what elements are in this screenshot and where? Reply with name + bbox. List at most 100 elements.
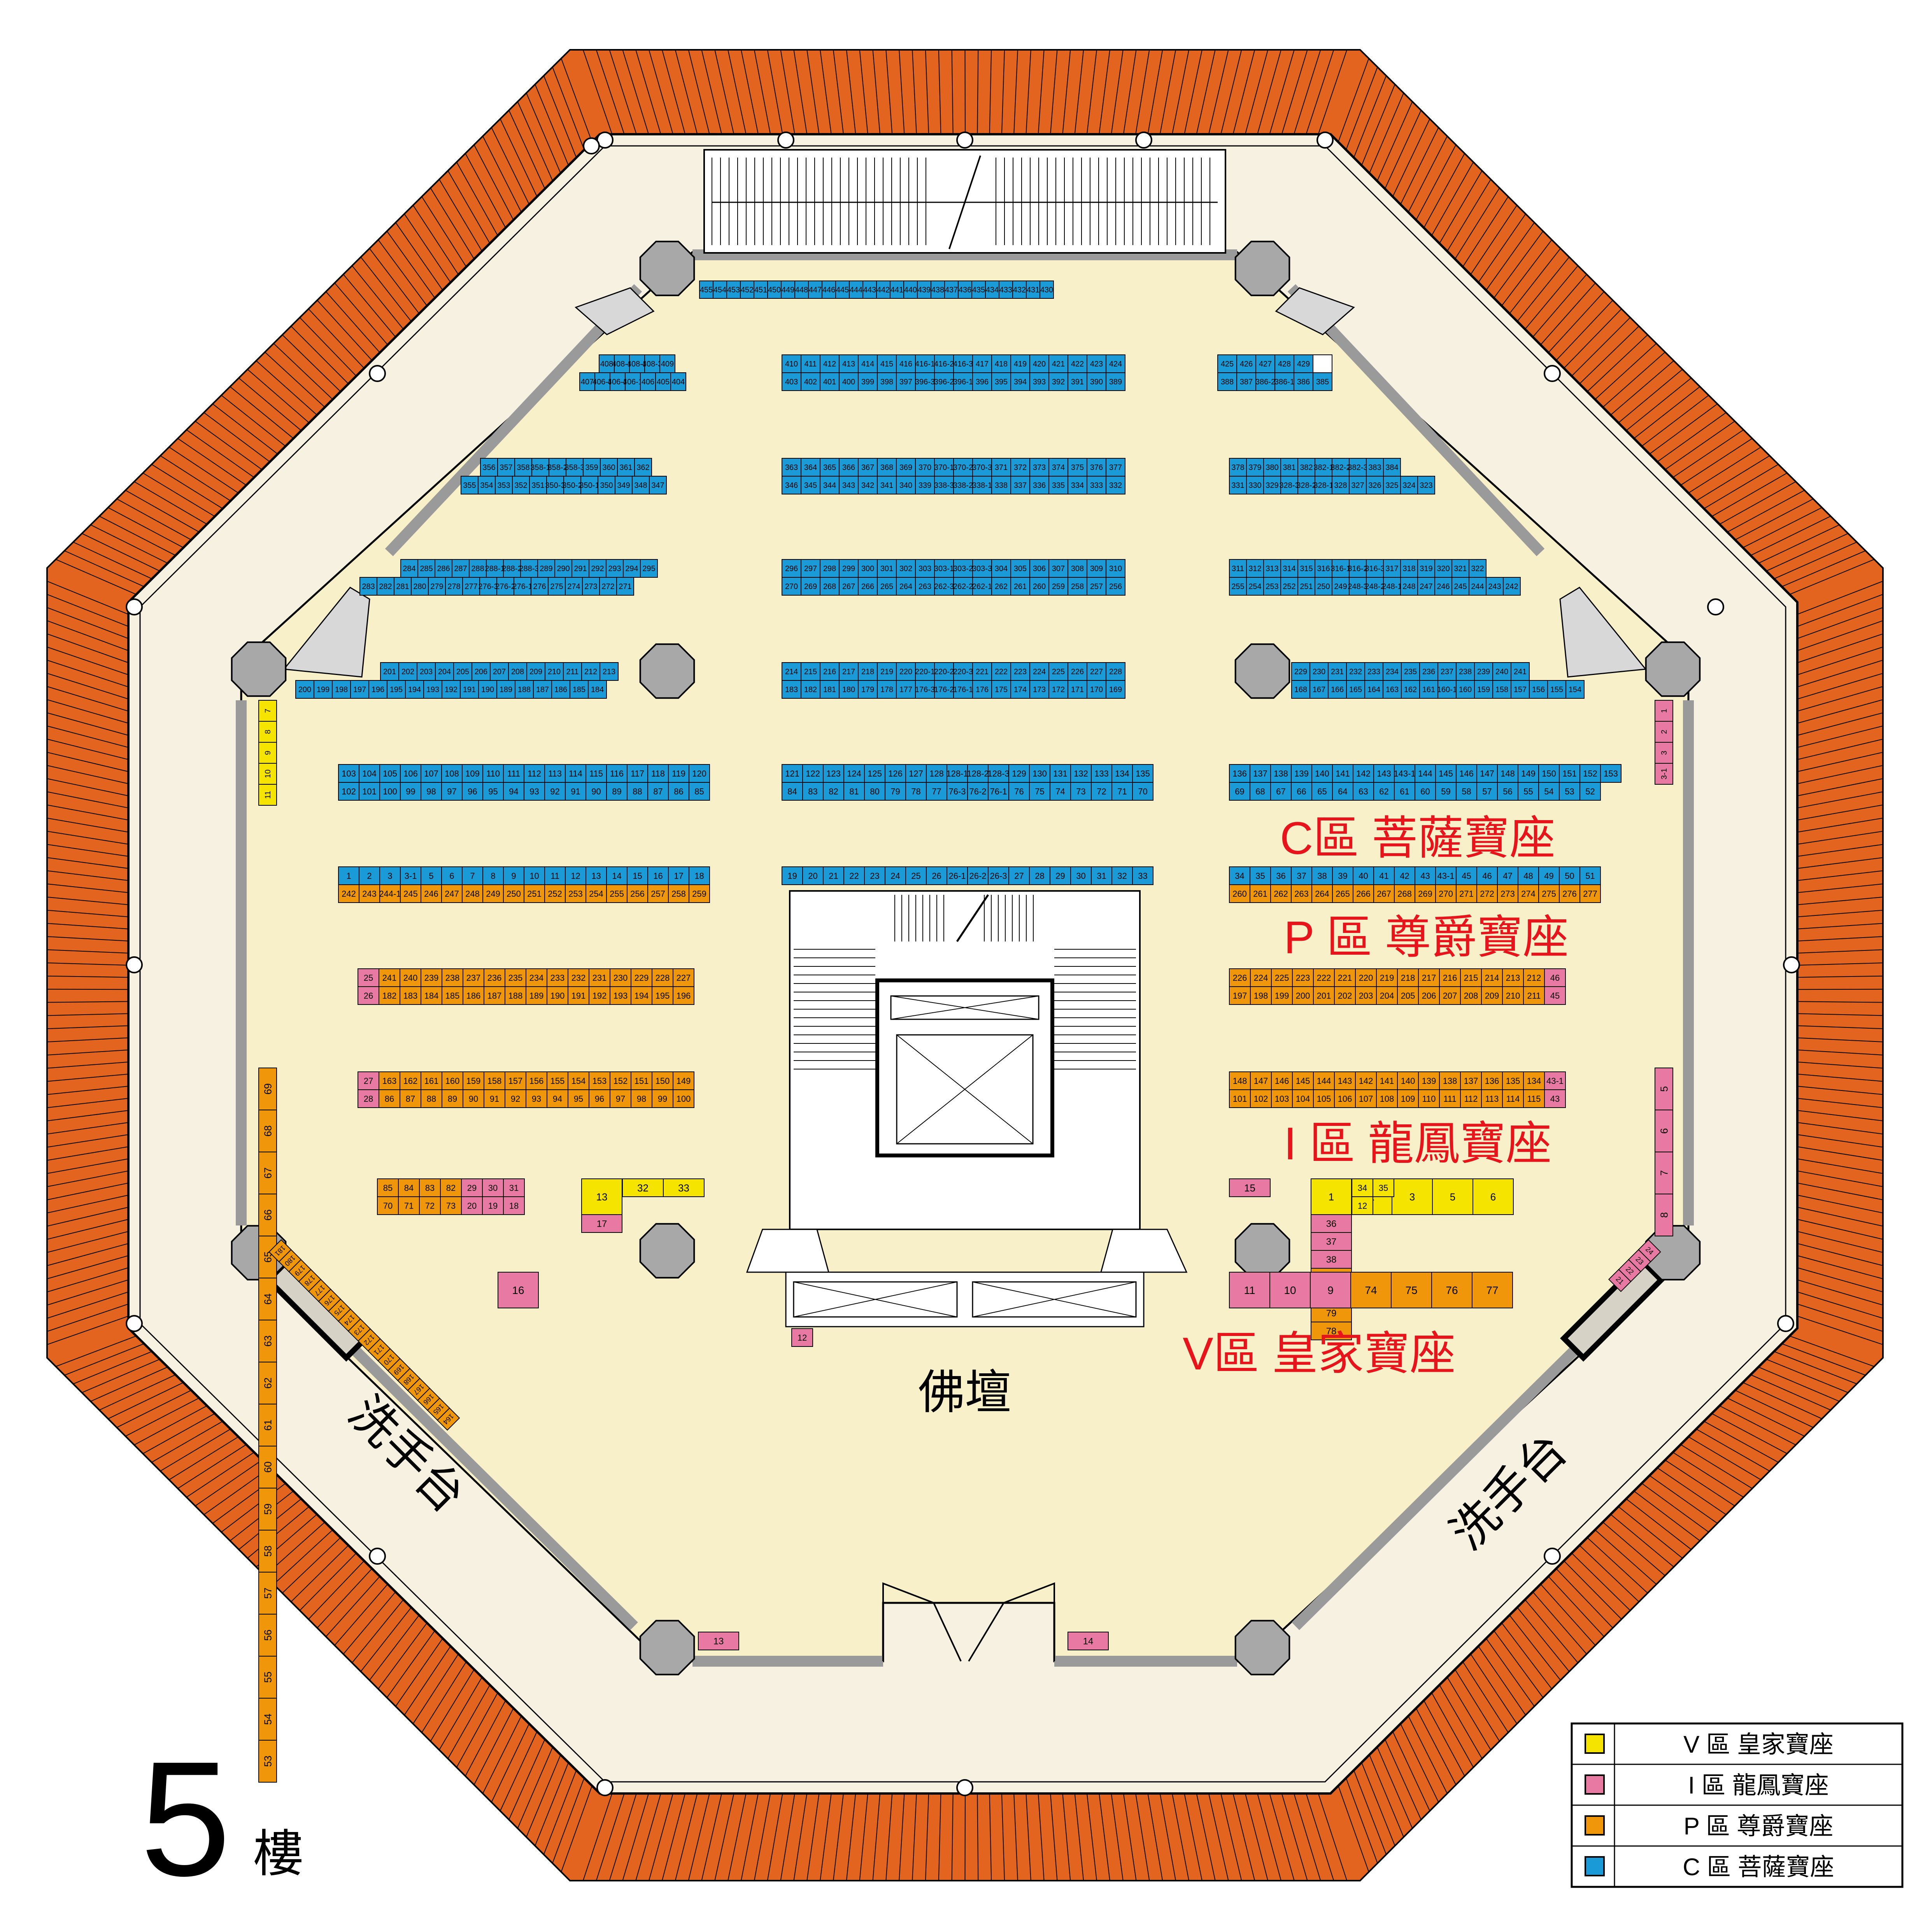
roof-rib: [47, 962, 129, 966]
seat-number: 90: [591, 787, 601, 796]
roof-rib: [609, 49, 637, 135]
seat-number: 46: [1482, 871, 1492, 881]
seat-number: 202: [1338, 991, 1352, 1001]
seat-number: 303: [919, 565, 931, 573]
seat-number: 83: [425, 1183, 435, 1193]
seat-number: 301: [880, 565, 893, 573]
seat-number: 454: [713, 286, 726, 295]
roof-rib: [73, 1351, 152, 1385]
roof-rib: [473, 144, 514, 221]
seat-number: 324: [1402, 481, 1415, 490]
seat-number: 404: [672, 378, 685, 386]
roof-rib: [1797, 673, 1883, 700]
seat-number: 13: [596, 1191, 608, 1203]
seat-number: 90: [469, 1094, 478, 1104]
seat-number: 284: [403, 565, 415, 573]
seat-number: 297: [804, 565, 817, 573]
seat: [1400, 476, 1418, 494]
seat-number: 292: [591, 565, 604, 573]
seat-number: 104: [1296, 1094, 1310, 1104]
roof-rib: [780, 1793, 795, 1881]
seat: [689, 782, 710, 801]
roof-rib: [1634, 386, 1700, 439]
seat-number: 96: [468, 787, 477, 796]
roof-rib: [1797, 936, 1883, 941]
roof-rib: [465, 153, 506, 228]
seat-number: 389: [1109, 378, 1122, 386]
seat-number: 26-3: [990, 871, 1007, 881]
zone-label-i: I 區 龍鳳寶座: [1284, 1118, 1551, 1169]
seat-number: 134: [1527, 1076, 1541, 1086]
roof-rib: [1462, 196, 1509, 267]
seat-number: 442: [877, 286, 890, 295]
roof-rib: [1478, 1646, 1526, 1715]
seat-number: 137: [1464, 1076, 1478, 1086]
roof-rib: [1532, 274, 1587, 337]
seat-number: 383: [1368, 463, 1381, 472]
seat-number: 346: [785, 481, 798, 490]
roof-rib: [1797, 805, 1883, 820]
seat-number: 221: [976, 668, 989, 676]
entrance-doors[interactable]: [882, 1582, 1055, 1662]
seat-number: 213: [603, 668, 615, 676]
roof-rib: [552, 67, 585, 150]
seat-number: 87: [406, 1094, 415, 1104]
roof-rib: [47, 1170, 129, 1187]
seat-number: 202: [401, 668, 414, 676]
seat-number: 173: [1033, 685, 1046, 694]
roof-rib: [1548, 1576, 1604, 1637]
seat-number: 230: [614, 973, 628, 983]
roof-rib: [500, 119, 538, 197]
seat-number: 352: [514, 481, 527, 490]
seat: [839, 577, 859, 596]
seat-number: 408-2: [627, 360, 647, 368]
seat-number: 226: [1071, 668, 1084, 676]
seat-number: 274: [567, 582, 580, 591]
roof-rib: [688, 1793, 710, 1881]
seat-number: 22: [849, 871, 859, 881]
roof-rib: [885, 1793, 893, 1881]
roof-rib: [47, 594, 129, 627]
roof-rib: [47, 580, 129, 615]
seat-number: 101: [362, 787, 377, 796]
roof-rib: [1797, 765, 1883, 784]
seat-number: 72: [425, 1201, 435, 1211]
seat-number: 395: [995, 378, 1008, 386]
seat-number: 398: [880, 378, 893, 386]
roof-rib: [1245, 49, 1269, 135]
roof-rib: [1797, 1170, 1883, 1187]
roof-rib: [767, 1793, 783, 1881]
seat: [503, 559, 521, 578]
seat-number: 243: [1488, 582, 1501, 591]
seat: [570, 680, 589, 699]
seat: [546, 476, 564, 494]
seat-number: 437: [945, 286, 958, 295]
roof-rib: [675, 1793, 698, 1881]
roof-rib: [1062, 49, 1071, 135]
seat: [877, 476, 897, 494]
seat-number: 231: [1331, 668, 1344, 676]
seat-number: 252: [548, 889, 562, 899]
seat-number: 142: [1356, 769, 1371, 778]
pillar: [1234, 643, 1290, 699]
seat-number: 255: [610, 889, 624, 899]
seat-number: 88: [427, 1094, 436, 1104]
seat-number: 430: [1040, 286, 1053, 295]
seat-number: 360: [602, 463, 615, 472]
roof-rib: [793, 1793, 808, 1881]
seat-number: 115: [589, 769, 603, 778]
seat: [359, 782, 380, 801]
seat-number: 265: [880, 582, 893, 591]
seat-number: 85: [383, 1183, 393, 1193]
seat-number: 92: [550, 787, 559, 796]
seat-number: 336: [1033, 481, 1046, 490]
roof-rib: [142, 472, 215, 517]
roof-rib: [1797, 620, 1883, 651]
roof-rib: [47, 1255, 129, 1279]
rail-post: [1783, 956, 1800, 973]
seat: [583, 458, 601, 477]
seat: [441, 782, 463, 801]
roof-rib: [482, 1716, 522, 1794]
